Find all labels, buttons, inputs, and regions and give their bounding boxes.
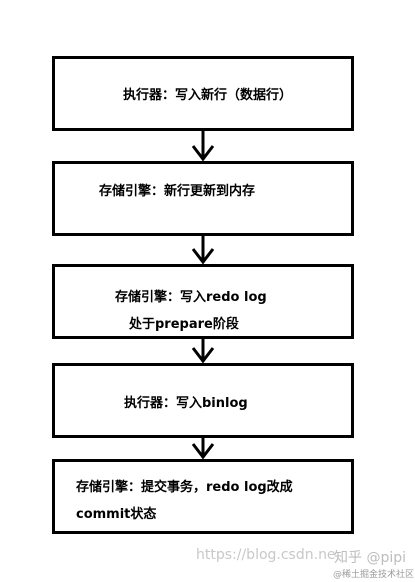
zhihu-watermark: 知乎 @pipi xyxy=(334,550,407,566)
step-box-1: 执行器：写入新行（数据行） xyxy=(52,56,354,131)
step-1-text: 执行器：写入新行（数据行） xyxy=(123,88,293,103)
step-box-3: 存储引擎：写入redo log 处于prepare阶段 xyxy=(52,264,354,339)
arrow-2-to-3 xyxy=(191,236,215,265)
step-4-text: 执行器：写入binlog xyxy=(124,396,248,411)
arrow-3-to-4 xyxy=(191,339,215,364)
step-5-text-line-1: 存储引擎：提交事务，redo log改成 xyxy=(76,480,293,495)
step-2-text: 存储引擎：新行更新到内存 xyxy=(99,184,256,199)
step-box-2: 存储引擎：新行更新到内存 xyxy=(52,161,354,236)
step-3-text-line-2: 处于prepare阶段 xyxy=(129,317,239,332)
step-box-5: 存储引擎：提交事务，redo log改成 commit状态 xyxy=(52,459,354,534)
csdn-watermark: https://blog.csdn.ne xyxy=(196,547,336,563)
juejin-watermark: @稀土掘金技术社区 xyxy=(333,570,415,580)
step-box-4: 执行器：写入binlog xyxy=(52,363,354,438)
step-3-text-line-1: 存储引擎：写入redo log xyxy=(115,290,267,305)
step-5-text-line-2: commit状态 xyxy=(76,507,157,522)
arrow-4-to-5 xyxy=(191,438,215,460)
arrow-1-to-2 xyxy=(191,131,215,162)
